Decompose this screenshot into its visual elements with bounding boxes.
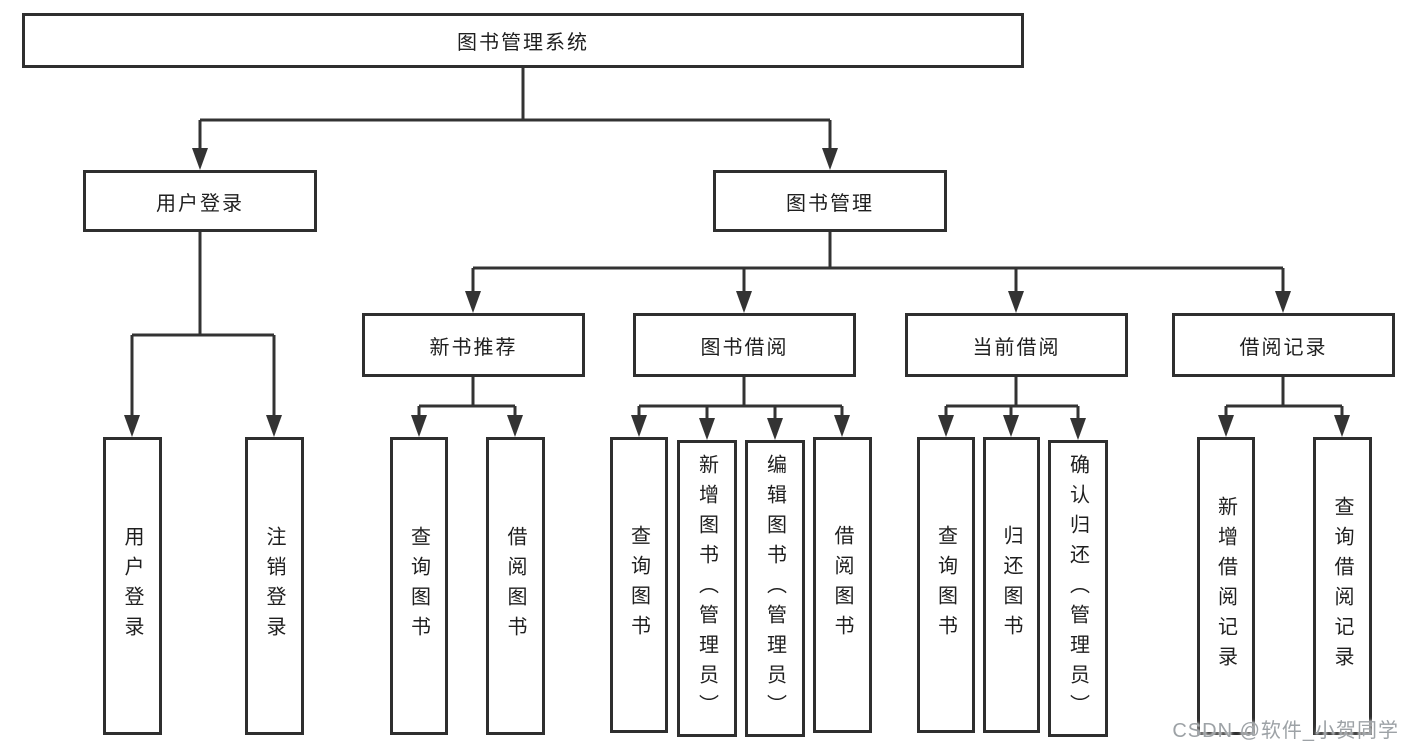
node-new-book-rec: 新书推荐 xyxy=(362,313,585,377)
node-label-leaf-nbr-query: 查询图书 xyxy=(407,526,430,646)
node-leaf-br-add: 新增借阅记录 xyxy=(1197,437,1255,735)
watermark: CSDN @软件_小贺同学 xyxy=(1172,720,1399,742)
node-label-leaf-bb-edit: 编辑图书（管理员） xyxy=(763,453,786,724)
node-leaf-bb-add: 新增图书（管理员） xyxy=(677,440,737,737)
node-leaf-bb-borrow: 借阅图书 xyxy=(813,437,872,733)
node-label-leaf-user-login: 用户登录 xyxy=(121,526,143,646)
node-leaf-bb-query: 查询图书 xyxy=(610,437,668,733)
node-label-book-management: 图书管理 xyxy=(786,192,874,215)
node-label-leaf-logout: 注销登录 xyxy=(263,526,285,646)
node-label-leaf-cb-confirm: 确认归还（管理员） xyxy=(1066,453,1089,724)
node-label-leaf-cb-return: 归还图书 xyxy=(1000,525,1022,645)
node-label-new-book-rec: 新书推荐 xyxy=(429,336,518,359)
node-label-leaf-bb-add: 新增图书（管理员） xyxy=(695,453,718,724)
node-book-borrowing: 图书借阅 xyxy=(633,313,856,377)
node-label-leaf-br-query: 查询借阅记录 xyxy=(1331,496,1353,676)
node-leaf-nbr-borrow: 借阅图书 xyxy=(486,437,545,735)
node-label-leaf-cb-query: 查询图书 xyxy=(934,525,957,645)
node-book-management: 图书管理 xyxy=(713,170,947,232)
node-root: 图书管理系统 xyxy=(22,13,1024,68)
node-label-leaf-nbr-borrow: 借阅图书 xyxy=(504,526,526,646)
node-leaf-user-login: 用户登录 xyxy=(103,437,162,735)
node-leaf-cb-query: 查询图书 xyxy=(917,437,975,733)
node-label-leaf-bb-borrow: 借阅图书 xyxy=(831,525,853,645)
node-leaf-logout: 注销登录 xyxy=(245,437,304,735)
node-label-book-borrowing: 图书借阅 xyxy=(700,336,789,359)
node-leaf-bb-edit: 编辑图书（管理员） xyxy=(745,440,805,737)
node-label-leaf-br-add: 新增借阅记录 xyxy=(1214,496,1237,676)
node-leaf-cb-return: 归还图书 xyxy=(983,437,1040,733)
node-label-leaf-bb-query: 查询图书 xyxy=(627,525,650,645)
node-current-borrowing: 当前借阅 xyxy=(905,313,1128,377)
node-label-borrowing-records: 借阅记录 xyxy=(1239,336,1328,359)
node-leaf-cb-confirm: 确认归还（管理员） xyxy=(1048,440,1108,737)
node-leaf-br-query: 查询借阅记录 xyxy=(1313,437,1372,735)
node-label-user-login: 用户登录 xyxy=(156,192,244,215)
node-leaf-nbr-query: 查询图书 xyxy=(390,437,448,735)
node-user-login: 用户登录 xyxy=(83,170,317,232)
node-label-root: 图书管理系统 xyxy=(457,32,589,54)
node-label-current-borrowing: 当前借阅 xyxy=(972,336,1061,359)
node-borrowing-records: 借阅记录 xyxy=(1172,313,1395,377)
